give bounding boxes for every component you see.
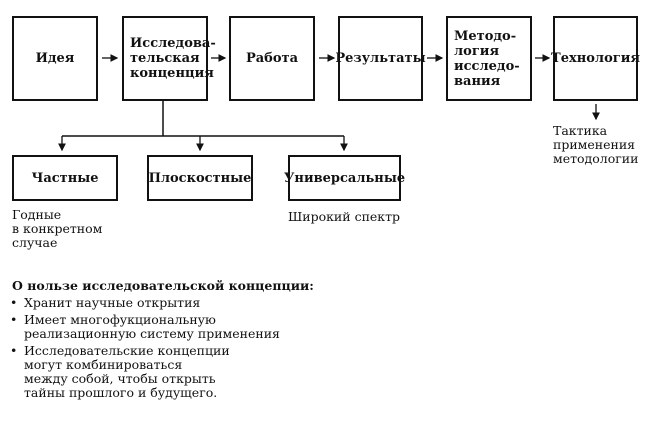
box-results-label: Результаты xyxy=(335,51,426,66)
box-idea: Идея xyxy=(12,16,98,101)
box-private: Частные xyxy=(12,155,118,201)
bullet-icon: • xyxy=(10,312,18,327)
box-work: Работа xyxy=(229,16,315,101)
benefits-heading: О нользе исследовательской концепции: xyxy=(12,278,314,293)
private-note: Годные в конкретном случае xyxy=(12,207,103,250)
list-item: • Имеет многофукциональную реализационную… xyxy=(10,313,284,341)
list-item-text: Исследовательские концепции могут комбин… xyxy=(24,343,230,400)
box-technology-label: Технология xyxy=(551,51,640,66)
box-results: Результаты xyxy=(335,16,426,101)
list-item-text: Хранит научные открытия xyxy=(24,295,201,310)
box-methodology-label: Методо- логия исследо- вания xyxy=(454,28,520,89)
box-methodology: Методо- логия исследо- вания xyxy=(446,16,532,101)
list-item: • Исследовательские концепции могут комби… xyxy=(10,344,284,400)
box-work-label: Работа xyxy=(245,51,299,66)
universal-note: Широкий спектр xyxy=(288,209,401,224)
list-item: • Хранит научные открытия xyxy=(10,296,284,310)
box-concept: Исследова- тельская конценция xyxy=(122,16,216,101)
bullet-icon: • xyxy=(10,295,18,310)
box-planar: Плоскостные xyxy=(147,155,253,201)
box-idea-label: Идея xyxy=(35,51,75,66)
box-planar-label: Плоскостные xyxy=(148,170,252,186)
box-concept-label: Исследова- тельская конценция xyxy=(130,36,216,81)
benefits-list: • Хранит научные открытия • Имеет многофук… xyxy=(10,296,284,403)
box-universal-label: Универсальные xyxy=(283,170,406,186)
box-universal: Универсальные xyxy=(284,155,405,201)
box-technology: Технология xyxy=(551,16,640,101)
bullet-icon: • xyxy=(10,343,18,358)
box-private-label: Частные xyxy=(31,170,99,186)
list-item-text: Имеет многофукциональную реализационную … xyxy=(24,312,280,341)
technology-note: Тактика применения методологии xyxy=(553,123,639,166)
